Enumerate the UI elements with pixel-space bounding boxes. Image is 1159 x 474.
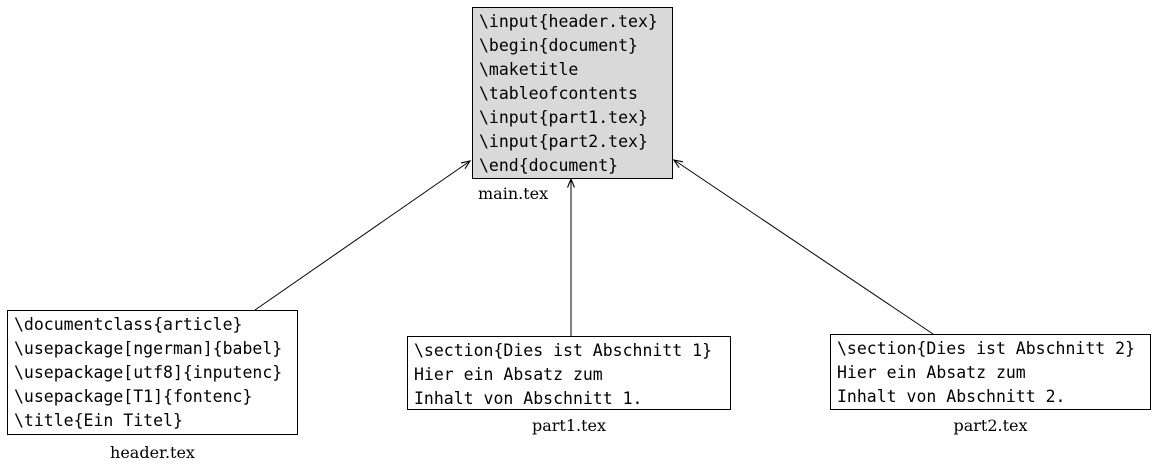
edge-header-to-main <box>254 160 472 311</box>
code-line: \usepackage[utf8]{inputenc} <box>14 363 283 382</box>
code-line: \title{Ein Titel} <box>14 411 183 430</box>
code-line: \input{header.tex} <box>479 12 658 31</box>
code-line: \input{part1.tex} <box>479 108 648 127</box>
node-part2-tex: \section{Dies ist Abschnitt 2} Hier ein … <box>830 334 1151 410</box>
code-line: \documentclass{article} <box>14 315 243 334</box>
code-line: Inhalt von Abschnitt 1. <box>414 389 643 408</box>
node-label-part2-tex: part2.tex <box>953 416 1028 435</box>
node-label-header-tex: header.tex <box>110 443 195 462</box>
node-label-part1-tex: part1.tex <box>531 416 607 435</box>
node-label-main-tex: main.tex <box>478 184 549 203</box>
node-part1-tex: \section{Dies ist Abschnitt 1} Hier ein … <box>407 336 731 410</box>
code-line: \begin{document} <box>479 36 638 55</box>
code-line: \section{Dies ist Abschnitt 1} <box>414 341 713 360</box>
code-line: Hier ein Absatz zum <box>414 365 603 384</box>
code-line: \usepackage[ngerman]{babel} <box>14 339 283 358</box>
node-main-tex: \input{header.tex} \begin{document} \mak… <box>472 7 673 179</box>
code-line: \input{part2.tex} <box>479 132 648 151</box>
code-line: \end{document} <box>479 156 619 175</box>
code-line: \usepackage[T1]{fontenc} <box>14 387 253 406</box>
edge-part2-to-main <box>672 159 934 335</box>
code-line: \maketitle <box>479 60 579 79</box>
code-line: Hier ein Absatz zum <box>837 363 1026 382</box>
code-line: Inhalt von Abschnitt 2. <box>837 387 1066 406</box>
code-line: \section{Dies ist Abschnitt 2} <box>837 339 1136 358</box>
node-header-tex: \documentclass{article} \usepackage[nger… <box>7 310 298 435</box>
code-line: \tableofcontents <box>479 84 638 103</box>
